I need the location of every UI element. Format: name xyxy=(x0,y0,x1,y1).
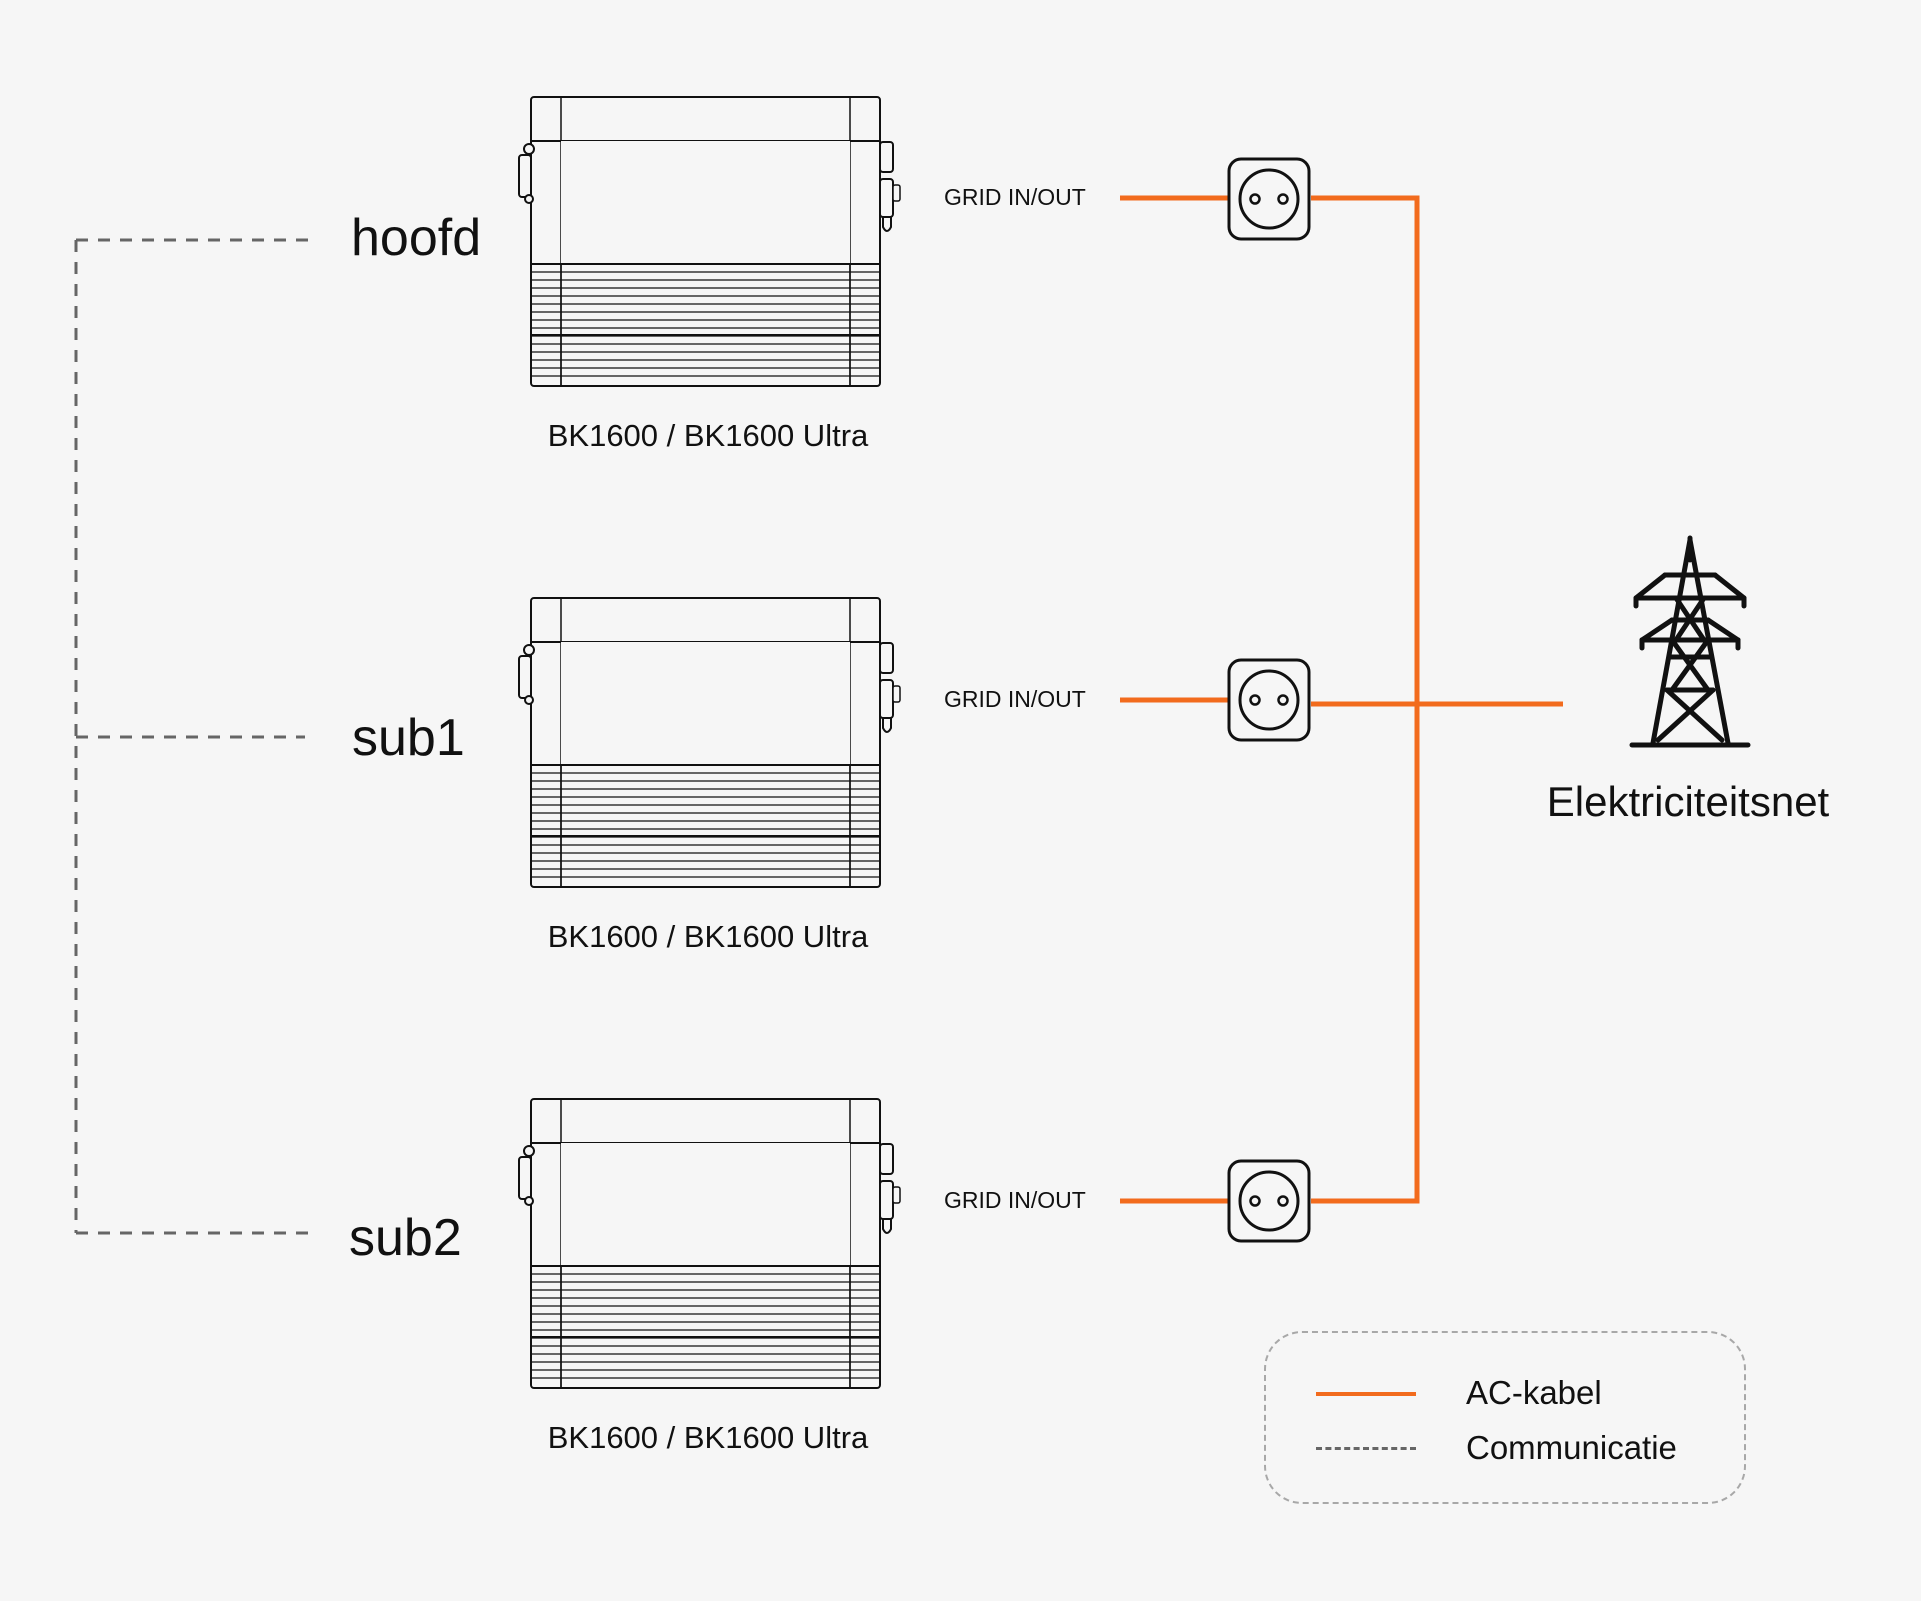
unit-role-label: sub1 xyxy=(352,709,465,767)
grid-label: Elektriciteitsnet xyxy=(1546,778,1830,825)
legend-swatch-dashed xyxy=(1316,1447,1416,1450)
unit-model-label: BK1600 / BK1600 Ultra xyxy=(547,1420,869,1455)
legend: AC-kabel Communicatie xyxy=(1264,1331,1746,1504)
ac-cables xyxy=(1120,195,1563,1204)
power-pylon-icon xyxy=(1629,535,1751,748)
unit-model-label: BK1600 / BK1600 Ultra xyxy=(547,418,869,453)
grid-port-label: GRID IN/OUT xyxy=(944,686,1086,712)
legend-label: AC-kabel xyxy=(1466,1374,1602,1411)
socket-icon xyxy=(1227,1159,1311,1243)
socket-icon xyxy=(1227,157,1311,241)
unit-role-label: sub2 xyxy=(349,1209,462,1267)
socket-icon xyxy=(1227,658,1311,742)
grid-port-label: GRID IN/OUT xyxy=(944,1187,1086,1213)
battery-unit-hoofd xyxy=(518,96,901,387)
battery-unit-sub2 xyxy=(518,1098,901,1389)
grid-port-label: GRID IN/OUT xyxy=(944,184,1086,210)
legend-item-communication: Communicatie xyxy=(1316,1428,1736,1468)
legend-label: Communicatie xyxy=(1466,1429,1677,1466)
communication-cables xyxy=(74,238,317,1235)
ac-trunk xyxy=(1311,195,1420,1204)
legend-swatch-solid xyxy=(1316,1392,1416,1396)
unit-model-label: BK1600 / BK1600 Ultra xyxy=(547,919,869,954)
legend-item-ac: AC-kabel xyxy=(1316,1373,1736,1413)
battery-unit-sub1 xyxy=(518,597,901,888)
unit-role-label: hoofd xyxy=(351,209,482,267)
